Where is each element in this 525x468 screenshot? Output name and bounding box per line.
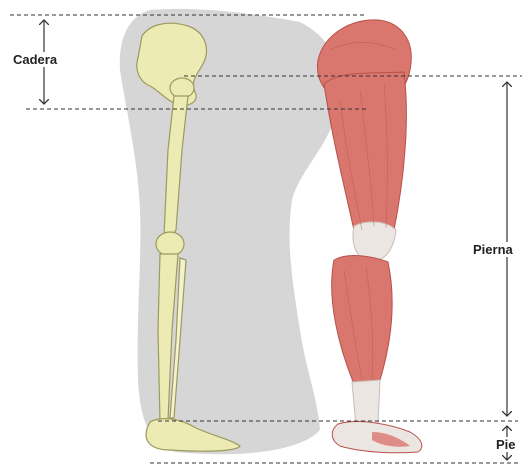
muscle-leg <box>317 20 421 453</box>
lower-leg-tendon <box>352 380 380 426</box>
femur-head <box>170 78 194 98</box>
calf-muscle <box>332 256 392 384</box>
thigh-muscle <box>324 72 406 240</box>
foot-label: Pie <box>494 437 518 452</box>
hip-label: Cadera <box>11 52 59 67</box>
knee-joint <box>156 232 184 256</box>
leg-label: Pierna <box>471 242 515 257</box>
